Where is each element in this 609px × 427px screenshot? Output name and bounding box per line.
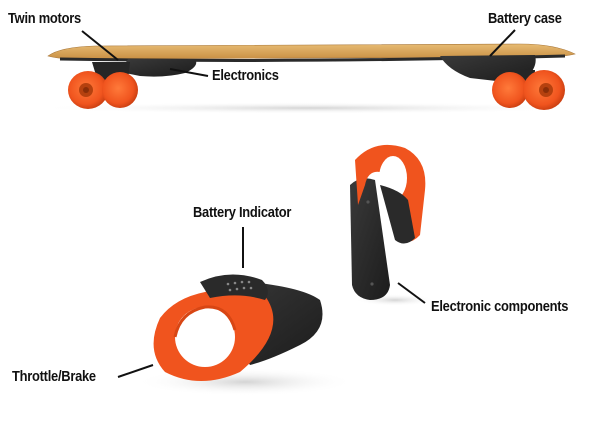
leader-electronic-components [397, 282, 426, 304]
leader-electronics [169, 68, 209, 77]
label-battery-indicator: Battery Indicator [193, 204, 292, 221]
electronics-enclosure [120, 59, 197, 77]
battery-indicator-leds [226, 280, 253, 292]
leader-lines-top [81, 29, 516, 77]
remote-side-body [350, 178, 390, 300]
label-electronic-components: Electronic components [431, 298, 569, 315]
leader-throttle-brake [117, 364, 154, 378]
board-shadow [30, 102, 590, 114]
wheel-front-left [68, 71, 108, 109]
remote-side-illustration [350, 144, 435, 306]
label-electronics: Electronics [212, 67, 279, 84]
remote-top-cap [200, 274, 268, 300]
wheel-rear-right [523, 70, 565, 110]
label-throttle-brake: Throttle/Brake [12, 368, 96, 385]
skateboard-illustration [30, 43, 590, 114]
label-twin-motors: Twin motors [8, 10, 81, 27]
wheel-rear-left [492, 72, 528, 108]
remote-front-illustration [135, 274, 355, 396]
wheel-front-right [102, 72, 138, 108]
leader-twin-motors [81, 30, 119, 61]
leader-battery-case [489, 29, 516, 57]
leader-lines-bottom [117, 227, 426, 378]
label-battery-case: Battery case [488, 10, 562, 27]
